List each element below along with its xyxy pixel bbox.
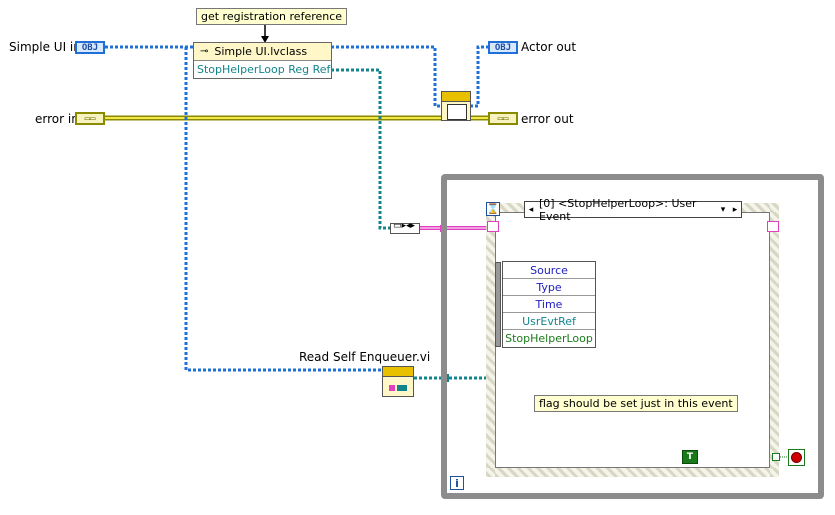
release-subvi[interactable] <box>441 91 471 121</box>
event-data-field-type: Type <box>503 279 595 296</box>
gear-icon <box>447 104 467 120</box>
timeout-hourglass-icon: ⌛ <box>486 202 500 216</box>
simple-ui-in-terminal[interactable]: OBJ <box>75 41 105 54</box>
event-data-field-usrevtref: UsrEvtRef <box>503 313 595 330</box>
read-self-enqueuer-label: Read Self Enqueuer.vi <box>299 350 431 364</box>
iteration-terminal: i <box>450 476 464 490</box>
stop-icon <box>791 452 802 463</box>
subvi-banner <box>383 367 413 377</box>
registration-ref-wire <box>331 68 390 230</box>
event-data-node-handle <box>495 262 501 347</box>
error-cluster-icon: ▭▭ <box>84 113 96 124</box>
actor-out-label: Actor out <box>521 40 577 54</box>
while-loop[interactable] <box>441 174 824 499</box>
dynamic-event-terminal-right <box>767 221 779 232</box>
error-cluster-icon: ▭▭ <box>497 113 509 124</box>
prev-case-arrow-icon[interactable]: ◂ <box>528 204 534 215</box>
event-data-field-time: Time <box>503 296 595 313</box>
event-data-field-source: Source <box>503 262 595 279</box>
note-arrow-registration <box>261 25 269 43</box>
object-icon: OBJ <box>81 42 99 53</box>
event-case-label: [0] <StopHelperLoop>: User Event <box>539 196 697 223</box>
stop-terminal[interactable] <box>788 449 805 466</box>
simple-ui-in-label: Simple UI in <box>9 40 81 54</box>
error-in-terminal[interactable]: ▭▭ <box>75 112 105 125</box>
case-dropdown-icon[interactable]: ▾ <box>720 204 726 215</box>
event-case-selector[interactable]: ◂ [0] <StopHelperLoop>: User Event ▾ ▸ <box>524 197 742 223</box>
dynamic-event-terminal-left <box>487 221 499 232</box>
error-in-label: error in <box>35 112 79 126</box>
flag-note: flag should be set just in this event <box>534 395 738 412</box>
registration-note: get registration reference <box>196 8 348 25</box>
object-wire-main <box>105 45 488 372</box>
boolean-tunnel <box>772 453 780 461</box>
true-constant[interactable]: T <box>682 450 698 464</box>
register-icon: ▭▸◂▸ <box>393 221 416 231</box>
event-data-field-stophelperloop: StopHelperLoop <box>505 332 593 345</box>
class-node-header: ⊸ Simple UI.lvclass <box>194 43 331 61</box>
class-node-property: StopHelperLoop Reg Ref <box>197 62 331 76</box>
error-out-terminal[interactable]: ▭▭ <box>488 112 518 125</box>
class-property-node[interactable]: ⊸ Simple UI.lvclass StopHelperLoop Reg R… <box>193 42 332 79</box>
property-node-icon: ⊸ <box>200 46 209 57</box>
enqueuer-icon <box>389 385 395 391</box>
actor-out-terminal[interactable]: OBJ <box>488 41 518 54</box>
class-node-title: Simple UI.lvclass <box>214 45 308 58</box>
register-events-node[interactable]: ▭▸◂▸ <box>390 221 420 234</box>
next-case-arrow-icon[interactable]: ▸ <box>732 204 738 215</box>
object-icon: OBJ <box>494 42 512 53</box>
read-self-enqueuer-subvi[interactable] <box>382 366 414 397</box>
event-data-node[interactable]: Source Type Time UsrEvtRef StopHelperLoo… <box>502 261 596 348</box>
subvi-banner <box>442 92 470 102</box>
enqueuer-icon-bar <box>397 385 407 391</box>
error-out-label: error out <box>521 112 574 126</box>
